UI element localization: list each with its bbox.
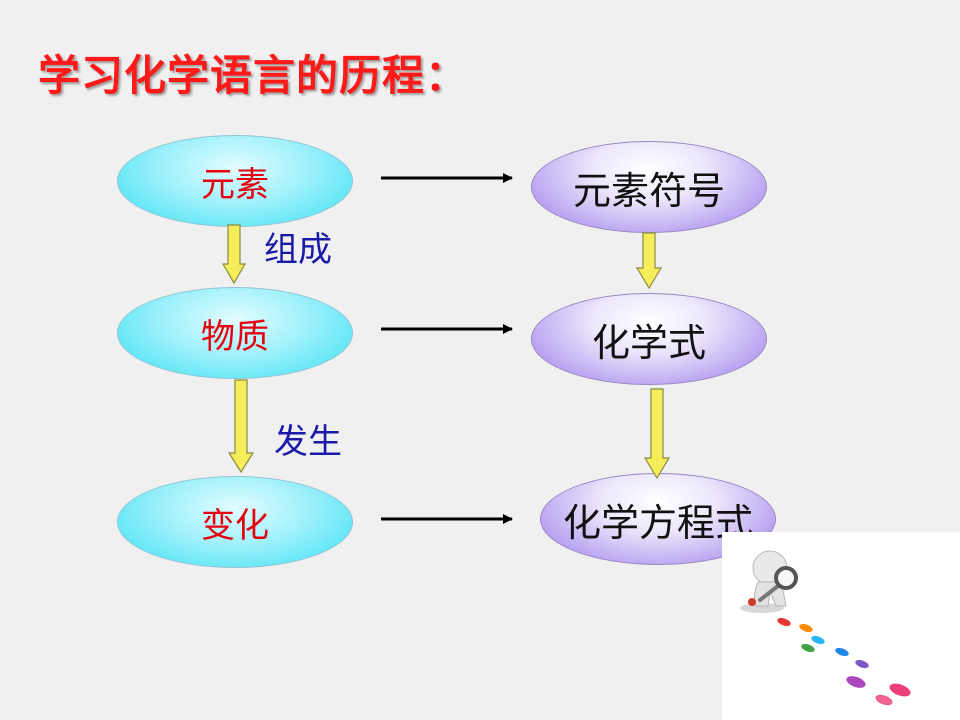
node-element-label: 元素: [201, 164, 269, 205]
node-chemical-formula: 化学式: [531, 293, 767, 385]
node-element-symbol-label: 元素符号: [572, 168, 725, 213]
node-chemical-equation: 化学方程式: [540, 473, 776, 565]
node-substance-label: 物质: [201, 316, 269, 357]
slide-title: 学习化学语言的历程：: [38, 51, 469, 100]
node-chemical-formula-label: 化学式: [591, 320, 706, 365]
arrow-formula-to-equation: [643, 388, 671, 480]
figure-with-magnifier-icon: [740, 550, 798, 613]
node-change-label: 变化: [201, 505, 269, 546]
node-change: 变化: [117, 476, 353, 568]
arrow-element-to-substance: [221, 224, 247, 285]
relation-label-compose: 组成: [264, 230, 332, 270]
relation-label-occur: 发生: [274, 422, 342, 462]
node-chemical-equation-label: 化学方程式: [562, 500, 753, 545]
node-element: 元素: [117, 135, 353, 227]
node-substance: 物质: [117, 287, 353, 379]
arrow-symbol-to-formula: [635, 232, 663, 290]
arrow-substance-to-change: [227, 379, 255, 474]
footprints-icon: [777, 617, 911, 706]
